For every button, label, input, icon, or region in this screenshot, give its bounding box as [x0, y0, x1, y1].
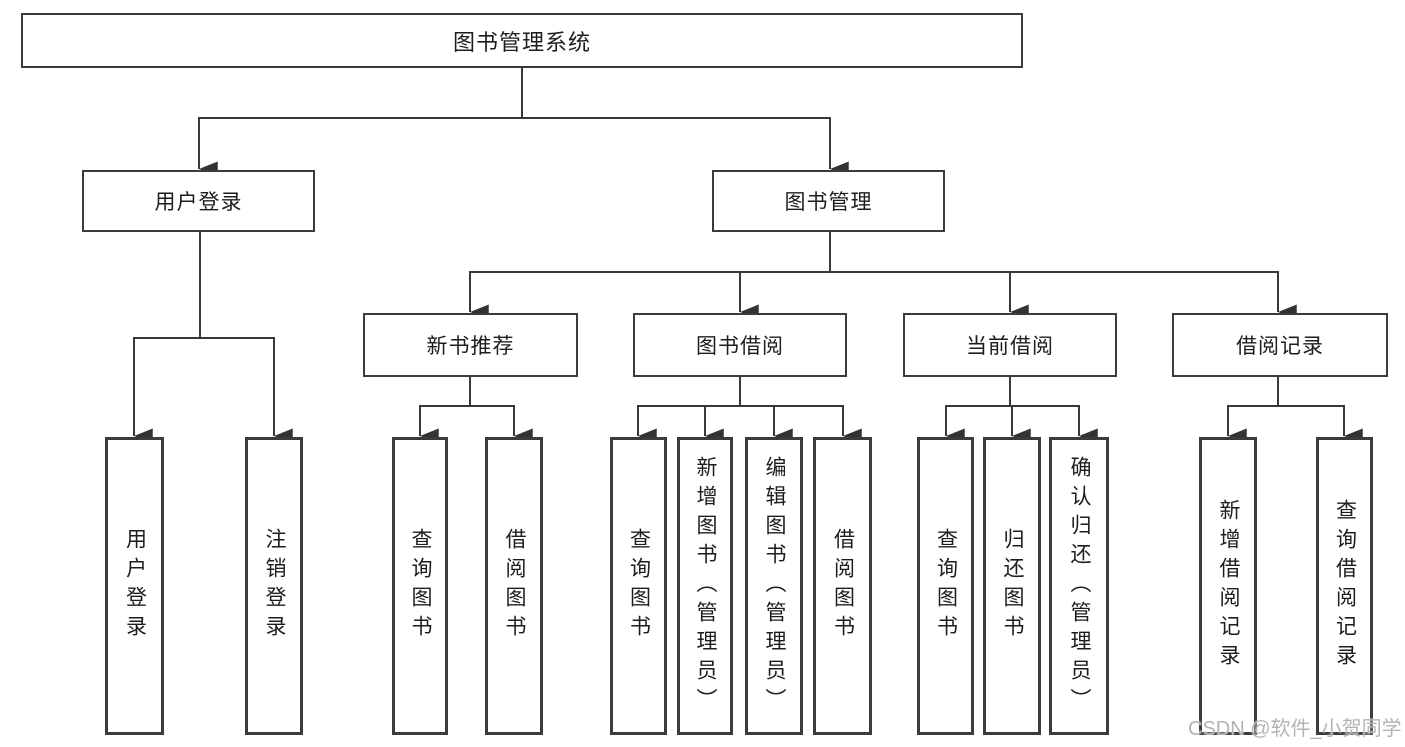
leaf-edit-book-admin-label: 编辑图书（管理员） [763, 455, 786, 717]
leaf-query-books-current: 查询图书 [917, 437, 974, 735]
leaf-query-borrow-record-label: 查询借阅记录 [1333, 499, 1357, 673]
connector-current-branch [945, 377, 1098, 444]
node-borrow-records: 借阅记录 [1172, 313, 1388, 377]
node-borrow-records-label: 借阅记录 [1236, 335, 1324, 358]
node-book-borrow-label: 图书借阅 [696, 335, 784, 358]
leaf-query-books-current-label: 查询图书 [934, 528, 958, 644]
leaf-borrow-books-recommend: 借阅图书 [485, 437, 543, 735]
node-current-borrow-label: 当前借阅 [966, 335, 1054, 358]
node-root-label: 图书管理系统 [452, 29, 591, 55]
leaf-logout: 注销登录 [245, 437, 303, 735]
node-book-borrow: 图书借阅 [633, 313, 847, 377]
leaf-query-borrow-record: 查询借阅记录 [1316, 437, 1373, 735]
connector-records-branch [1227, 377, 1363, 444]
leaf-confirm-return-admin-label: 确认归还（管理员） [1068, 455, 1091, 717]
leaf-borrow-books-borrow-label: 借阅图书 [831, 528, 855, 644]
node-book-management-label: 图书管理 [784, 191, 873, 214]
connector-borrow-branch [637, 377, 862, 444]
node-current-borrow: 当前借阅 [903, 313, 1117, 377]
connector-recommend-branch [419, 377, 533, 444]
leaf-query-books-recommend-label: 查询图书 [409, 528, 432, 644]
node-user-login: 用户登录 [82, 170, 315, 232]
leaf-return-book-label: 归还图书 [1001, 528, 1024, 644]
leaf-add-book-admin-label: 新增图书（管理员） [694, 455, 717, 717]
node-root: 图书管理系统 [21, 13, 1023, 68]
leaf-edit-book-admin: 编辑图书（管理员） [745, 437, 803, 735]
node-user-login-label: 用户登录 [154, 191, 243, 214]
leaf-borrow-books-recommend-label: 借阅图书 [503, 528, 526, 644]
connector-management-branch [469, 232, 1297, 320]
leaf-user-login-label: 用户登录 [123, 528, 147, 644]
leaf-logout-label: 注销登录 [263, 528, 286, 644]
leaf-confirm-return-admin: 确认归还（管理员） [1049, 437, 1109, 735]
connector-root-to-level2 [198, 68, 849, 177]
node-new-book-recommend-label: 新书推荐 [426, 335, 515, 358]
leaf-add-borrow-record-label: 新增借阅记录 [1217, 499, 1240, 673]
leaf-borrow-books-borrow: 借阅图书 [813, 437, 872, 735]
csdn-watermark: CSDN @软件_小贺同学 [1188, 718, 1402, 740]
leaf-query-books-borrow: 查询图书 [610, 437, 667, 735]
leaf-user-login: 用户登录 [105, 437, 164, 735]
leaf-query-books-borrow-label: 查询图书 [627, 528, 651, 644]
node-book-management: 图书管理 [712, 170, 945, 232]
node-new-book-recommend: 新书推荐 [363, 313, 578, 377]
leaf-add-borrow-record: 新增借阅记录 [1199, 437, 1257, 735]
leaf-query-books-recommend: 查询图书 [392, 437, 448, 735]
leaf-return-book: 归还图书 [983, 437, 1041, 735]
connector-login-branch [133, 232, 293, 444]
leaf-add-book-admin: 新增图书（管理员） [677, 437, 733, 735]
